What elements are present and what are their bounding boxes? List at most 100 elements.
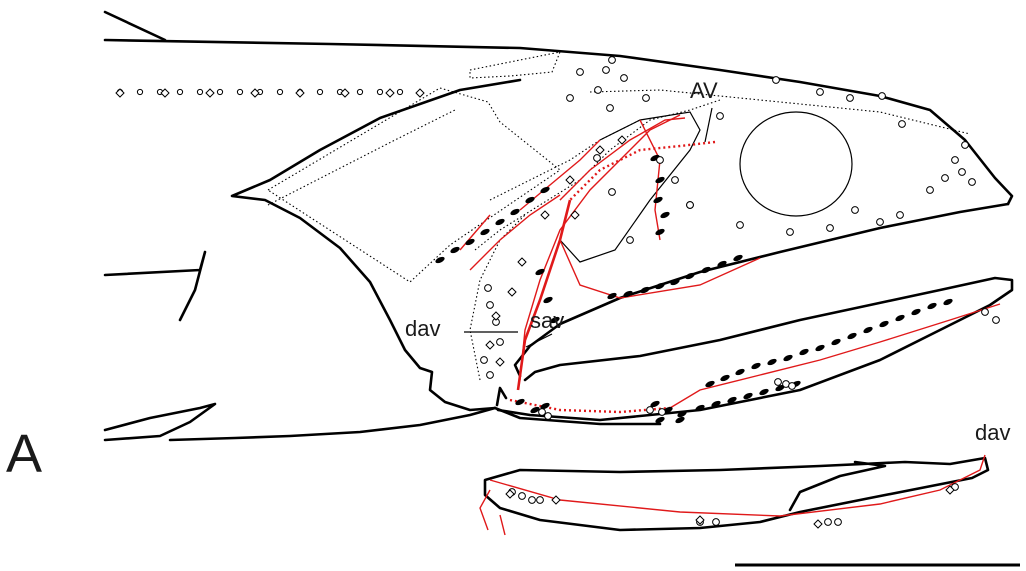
marker-diamond [814,520,822,528]
label-dav-upper: dav [405,316,440,341]
pore-black [494,218,505,227]
pore-black [514,398,525,407]
pore-black [830,338,841,347]
pore-black [910,308,921,317]
marker-diamond [566,176,574,184]
pore-open [787,229,794,236]
pore-open [377,89,382,94]
pore-open [897,212,904,219]
pore-open [643,95,650,102]
pore-open [672,177,679,184]
pore-open [277,89,282,94]
marker-diamond [496,358,504,366]
pore-open [609,189,616,196]
pore-open [137,89,142,94]
marker-diamond [508,288,516,296]
label-sav: sav [530,308,564,333]
pore-open [773,77,780,84]
pore-black [894,314,905,323]
pore-open [827,225,834,232]
pore-black [652,196,663,205]
pore-open [317,89,322,94]
marker-diamond [618,136,626,144]
pore-black [926,302,937,311]
pore-black [719,374,730,383]
pore-open [537,497,544,504]
marker-diamond [596,146,604,154]
pore-black [659,211,670,220]
pore-black [509,208,520,217]
pore-open [217,89,222,94]
marker-diamond [486,341,494,349]
marker-diamond [518,258,526,266]
pore-black [750,362,761,371]
marker-diamond [492,312,500,320]
pore-open [952,157,959,164]
head-outline [105,12,1012,440]
pore-open [847,95,854,102]
pore-open [621,75,628,82]
pore-open [567,95,574,102]
pore-black [449,246,460,255]
pore-open [659,409,666,416]
pore-open [627,237,634,244]
pore-open [197,89,202,94]
pore-black [766,358,777,367]
pore-black [654,228,665,237]
pore-open [609,57,616,64]
pore-open [899,121,906,128]
lower-jaw [495,278,1012,424]
pore-open [539,409,546,416]
marker-diamond [552,496,560,504]
pore-open [357,89,362,94]
pore-black [814,344,825,353]
pore-open [737,222,744,229]
pore-open [485,285,492,292]
label-av: AV [690,78,718,103]
pore-black [862,326,873,335]
pore-open [529,497,536,504]
pore-open [982,309,989,316]
pore-open [647,407,654,414]
pore-open [775,379,782,386]
marker-diamond [386,89,394,97]
pore-open [969,179,976,186]
pore-open [852,207,859,214]
sensory-pores-open [117,57,999,526]
av-leader [705,108,712,142]
pore-black [782,354,793,363]
pore-open [487,302,494,309]
pore-open [959,169,966,176]
pore-open [789,383,796,390]
pore-open [942,175,949,182]
pore-open [687,202,694,209]
pore-open [497,339,504,346]
pore-open [993,317,1000,324]
pore-black [846,332,857,341]
pore-black [878,320,889,329]
pore-black [700,266,711,275]
pore-open [717,113,724,120]
pore-open [713,519,720,526]
panel-label: A [6,424,42,484]
marker-diamond [416,89,424,97]
pore-black [942,298,953,307]
label-dav-lower: dav [975,420,1010,445]
pore-black [524,196,535,205]
pore-open [962,142,969,149]
pore-open [927,187,934,194]
pore-open [481,357,488,364]
pore-open [519,493,526,500]
pore-open [177,89,182,94]
pore-open [657,157,664,164]
pore-open [487,372,494,379]
pore-black [542,296,553,305]
pore-open [817,89,824,96]
pore-open [835,519,842,526]
marker-diamond [116,89,124,97]
sav-leader [526,334,552,347]
pore-black [734,368,745,377]
marker-diamond [206,89,214,97]
marker-diamond [541,211,549,219]
